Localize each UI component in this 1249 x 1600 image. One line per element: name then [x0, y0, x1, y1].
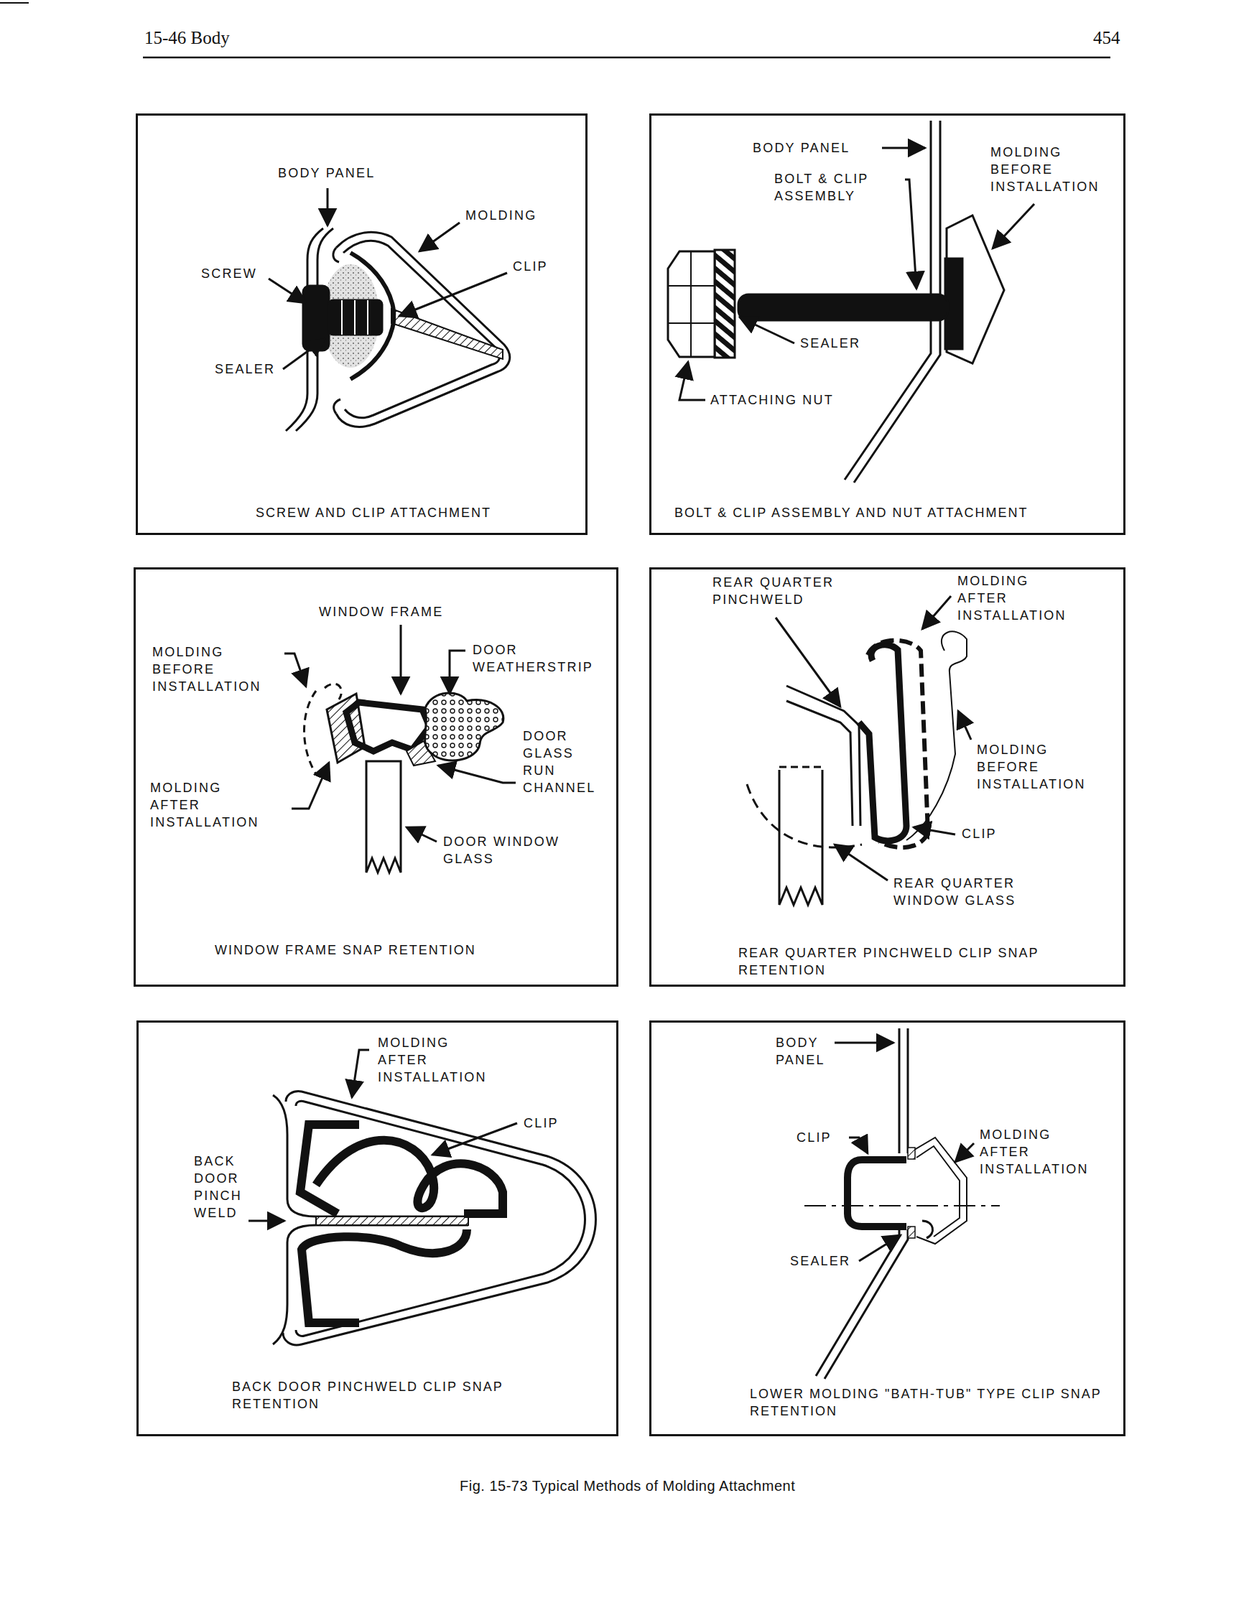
part-label: MOLDING AFTER INSTALLATION: [978, 1126, 1091, 1178]
part-label: WINDOW FRAME: [317, 603, 445, 621]
part-label: MOLDING: [463, 206, 538, 225]
part-label: CLIP: [960, 825, 999, 843]
figure-caption: Fig. 15-73 Typical Methods of Molding At…: [459, 1476, 796, 1496]
part-label: SEALER: [788, 1252, 852, 1270]
panel-caption: REAR QUARTER PINCHWELD CLIP SNAP RETENTI…: [736, 944, 1042, 979]
page-header: 15-46 Body: [142, 27, 232, 49]
panel-caption: SCREW AND CLIP ATTACHMENT: [254, 504, 493, 522]
part-label: MOLDING AFTER INSTALLATION: [148, 779, 261, 831]
part-label: DOOR WEATHERSTRIP: [471, 641, 595, 676]
part-label: DOOR GLASS RUN CHANNEL: [521, 727, 597, 797]
part-label: CLIP: [795, 1129, 834, 1147]
panel-caption: WINDOW FRAME SNAP RETENTION: [213, 941, 478, 959]
part-label: BACK DOOR PINCH WELD: [192, 1152, 244, 1222]
panel-caption: BACK DOOR PINCHWELD CLIP SNAP RETENTION: [230, 1378, 507, 1413]
page-header: 454: [1091, 27, 1122, 49]
part-label: MOLDING AFTER INSTALLATION: [955, 572, 1069, 625]
part-label: SEALER: [798, 334, 862, 352]
part-label: REAR QUARTER PINCHWELD: [711, 573, 858, 609]
part-label: ATTACHING NUT: [708, 391, 836, 409]
figure-panel: LOWER MOLDING "BATH-TUB" TYPE CLIP SNAP …: [649, 1020, 1126, 1437]
part-label: DOOR WINDOW GLASS: [441, 833, 578, 868]
part-label: BODY PANEL: [751, 139, 852, 157]
part-label: MOLDING AFTER INSTALLATION: [376, 1034, 489, 1086]
part-label: MOLDING BEFORE INSTALLATION: [975, 741, 1088, 793]
part-label: SEALER: [213, 360, 277, 378]
part-label: MOLDING BEFORE INSTALLATION: [989, 143, 1102, 196]
part-label: BODY PANEL: [276, 164, 377, 182]
part-label: CLIP: [511, 257, 550, 276]
part-label: SCREW: [199, 265, 259, 283]
panel-caption: BOLT & CLIP ASSEMBLY AND NUT ATTACHMENT: [672, 504, 1030, 522]
part-label: CLIP: [522, 1114, 561, 1132]
part-label: REAR QUARTER WINDOW GLASS: [892, 874, 1039, 910]
part-label: BODY PANEL: [774, 1034, 827, 1069]
part-label: MOLDING BEFORE INSTALLATION: [150, 643, 263, 696]
part-label: BOLT & CLIP ASSEMBLY: [772, 170, 905, 205]
panel-caption: LOWER MOLDING "BATH-TUB" TYPE CLIP SNAP …: [748, 1385, 1118, 1420]
